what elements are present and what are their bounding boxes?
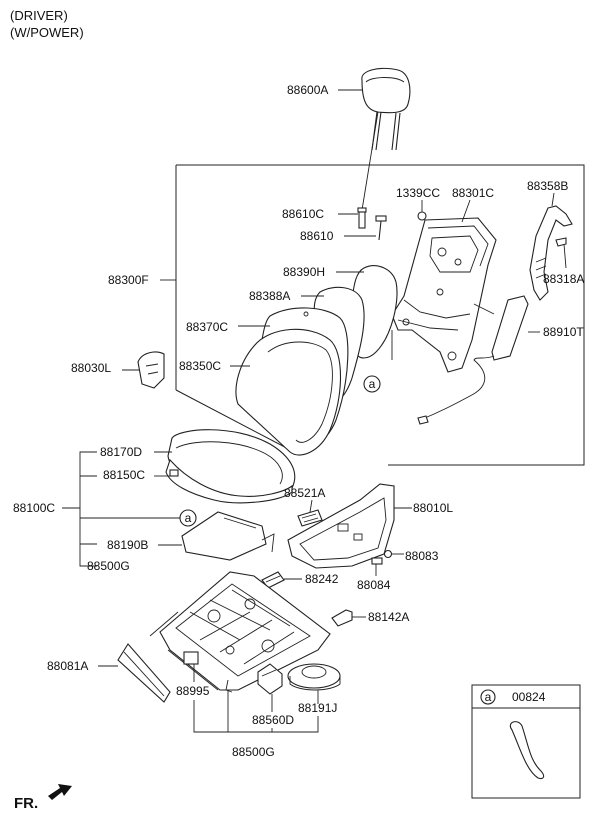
label-88350C: 88350C [179,359,221,373]
label-88610: 88610 [300,229,334,243]
motor-88191J[interactable] [287,663,341,691]
label-88150C: 88150C [103,468,145,482]
headrest-guide-bolt[interactable] [375,215,387,241]
label-88995: 88995 [176,684,210,698]
label-88500G-left: 88500G [87,559,130,573]
track-cover-88081A[interactable] [117,643,171,703]
label-88190B: 88190B [107,538,148,552]
label-88142A: 88142A [368,610,409,624]
label-88388A: 88388A [249,289,290,303]
callout-a-seat[interactable]: a [179,509,197,527]
label-88358B: 88358B [527,179,568,193]
label-88521A: 88521A [284,486,325,500]
label-88370C: 88370C [186,320,228,334]
label-88500G-bottom: 88500G [232,745,275,759]
knob-88083[interactable] [383,549,393,559]
legend-marker: a [485,690,492,704]
bracket-pin[interactable] [555,237,567,269]
backrest-cover-88350C[interactable] [235,328,342,456]
backrest-pad-88390H[interactable] [351,265,398,359]
label-88030L: 88030L [71,361,111,375]
label-88170D: 88170D [100,445,142,459]
bracket-88500G [193,700,319,733]
lumbar-pad[interactable] [417,295,529,425]
label-88318A: 88318A [543,272,584,286]
label-88010L: 88010L [413,501,453,515]
cover-88142A[interactable] [331,609,353,627]
side-shield-88010L[interactable] [287,483,395,569]
legend-box: a 00824 [471,684,581,799]
label-88560D: 88560D [252,713,294,727]
label-1339CC: 1339CC [396,186,440,200]
label-88242: 88242 [305,572,339,586]
label-88081A: 88081A [47,659,88,673]
callout-a-backrest[interactable]: a [363,375,381,393]
recliner-cover[interactable] [137,351,165,389]
label-88191J: 88191J [298,701,337,715]
switch-88521A[interactable] [297,509,323,527]
backrest-frame[interactable] [391,217,497,373]
header-driver: (DRIVER) [10,8,68,23]
label-88910T: 88910T [543,325,584,339]
header-power: (W/POWER) [10,25,84,40]
label-88390H: 88390H [283,265,325,279]
knob-88084[interactable] [371,557,383,576]
bracket-88100C [79,451,97,567]
svg-text:a: a [369,377,376,391]
switch-88560D[interactable] [257,663,283,695]
seat-panel-88190B[interactable] [181,511,275,561]
nut-1339CC[interactable] [417,211,427,221]
seat-cushion-pad[interactable] [165,458,293,504]
label-88083: 88083 [405,549,439,563]
headrest-guide[interactable] [357,207,367,229]
svg-text:a: a [185,511,192,525]
front-direction-label: FR. [14,795,38,812]
clip-00824[interactable] [509,721,545,780]
front-arrow-icon [48,784,72,800]
module-88995[interactable] [183,651,199,665]
headrest[interactable] [361,67,411,151]
label-88301C: 88301C [452,186,494,200]
side-bracket[interactable] [529,205,573,301]
label-88100C: 88100C [13,501,55,515]
label-88300F: 88300F [108,273,149,287]
label-88084: 88084 [357,578,391,592]
backrest-group-frame [176,164,585,466]
label-88600A: 88600A [287,83,328,97]
legend-part-number: 00824 [512,690,546,704]
label-88610C: 88610C [282,207,324,221]
